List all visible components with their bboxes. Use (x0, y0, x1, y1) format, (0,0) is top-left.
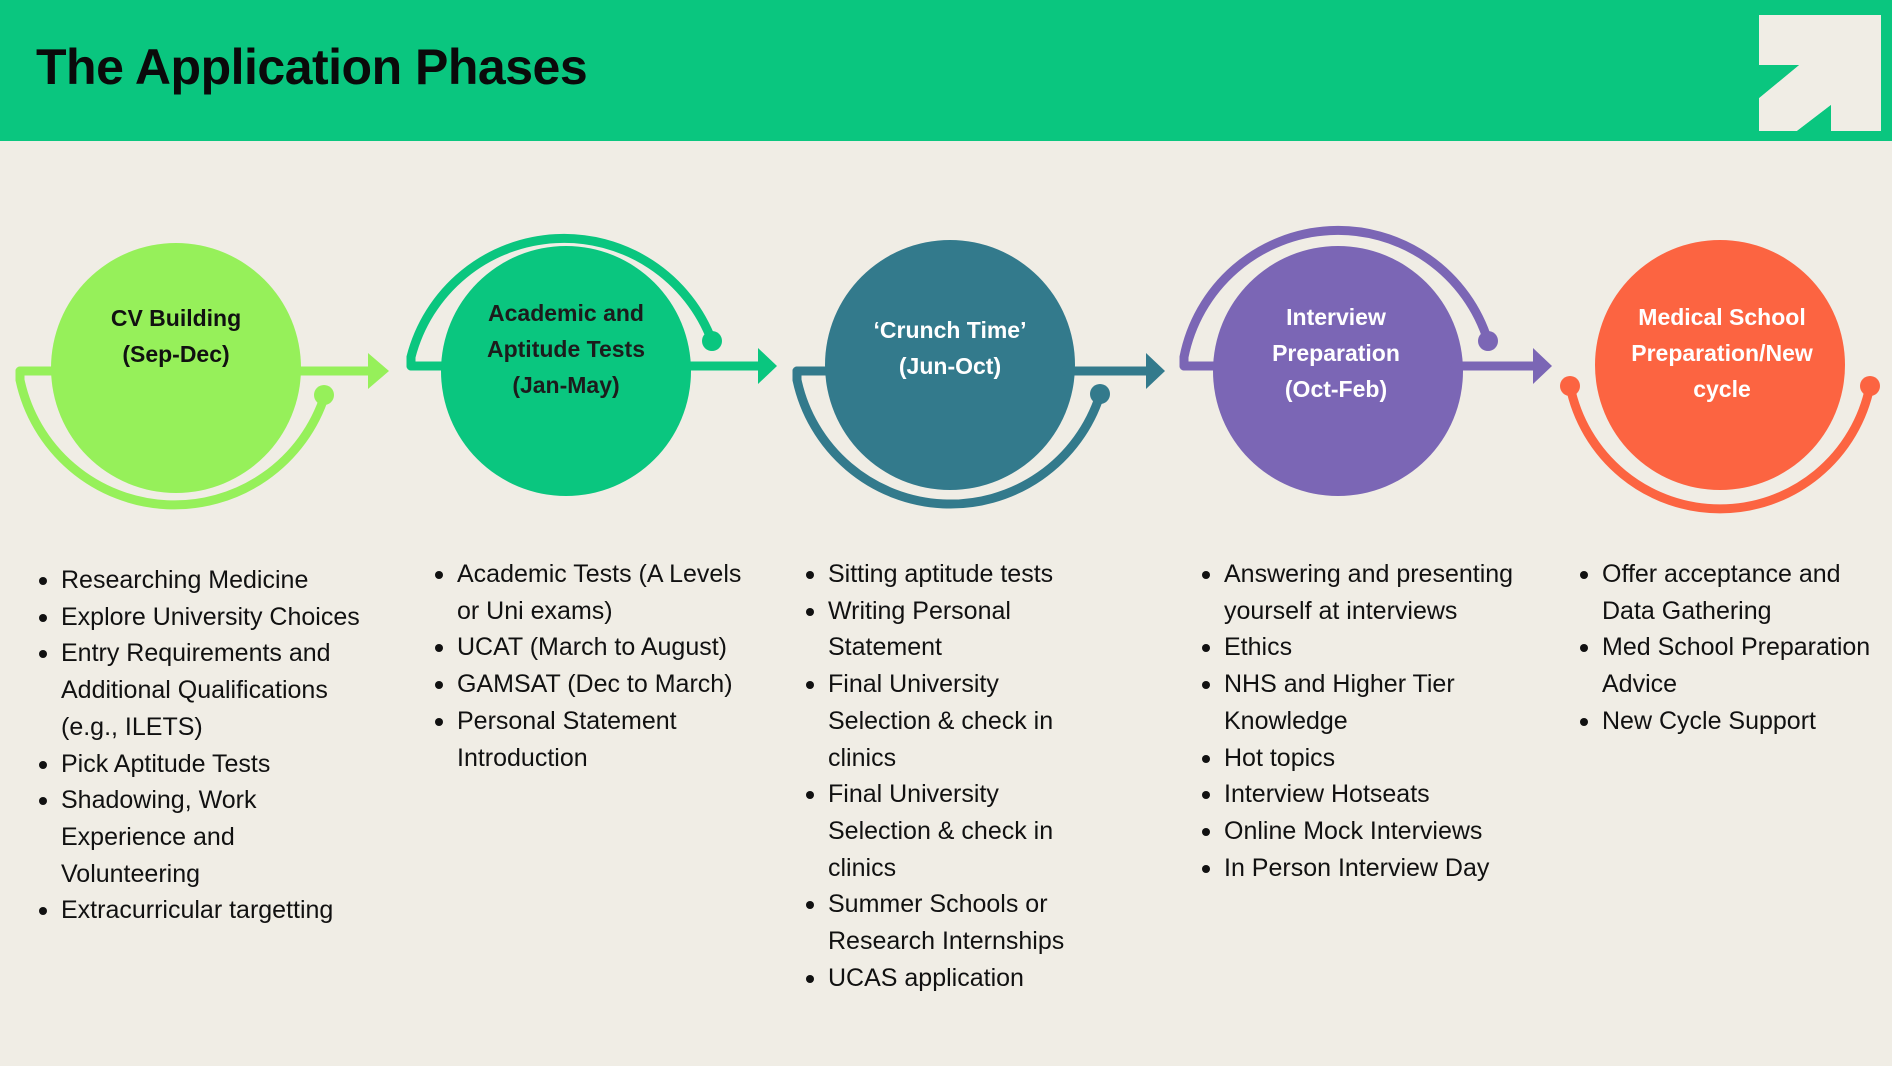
phase-3-cycle-arc (792, 366, 1105, 509)
phase-2-arrowhead-icon (758, 348, 777, 384)
phase-5-title: Medical School Preparation/New cycle (1631, 304, 1813, 402)
task-list-item: Online Mock Interviews (1202, 813, 1522, 850)
phase-4-graphic (1179, 225, 1552, 496)
task-list-item: Pick Aptitude Tests (39, 746, 369, 783)
task-list-item: Summer Schools or Research Internships (806, 886, 1096, 959)
task-list-item: Hot topics (1202, 740, 1522, 777)
task-list-item: NHS and Higher Tier Knowledge (1202, 666, 1522, 739)
task-list-item: New Cycle Support (1580, 703, 1880, 740)
phase-2-cycle-arc (406, 233, 717, 371)
phase-5-cycle-start-dot (1560, 376, 1580, 396)
phase-4-cycle-arc (1179, 225, 1493, 371)
task-list-item: Researching Medicine (39, 562, 369, 599)
phase-3-arrowhead-icon (1146, 353, 1165, 389)
phase-5-cycle-arc (1565, 381, 1875, 514)
phase-4-title: Interview Preparation (Oct-Feb) (1272, 304, 1400, 402)
task-list-item: Med School Preparation Advice (1580, 629, 1880, 702)
phase-1-arrowhead-icon (368, 353, 389, 389)
task-list-item: Offer acceptance and Data Gathering (1580, 556, 1880, 629)
task-list-item: Academic Tests (A Levels or Uni exams) (435, 556, 755, 629)
arrow-up-right-logo-icon (1759, 15, 1881, 131)
phase-4-circle (1213, 246, 1463, 496)
phase-4-arrowhead-icon (1533, 348, 1552, 384)
phase-4-task-list: Answering and presenting yourself at int… (1202, 556, 1522, 886)
task-list-item: Shadowing, Work Experience and Volunteer… (39, 782, 369, 892)
phase-4-cycle-endpoint-dot (1478, 331, 1498, 351)
task-list-item: Personal Statement Introduction (435, 703, 755, 776)
task-list-item: Extracurricular targetting (39, 892, 369, 929)
phase-2-title: Academic and Aptitude Tests (Jan-May) (486, 300, 646, 398)
task-list-item: Explore University Choices (39, 599, 369, 636)
task-list-item: In Person Interview Day (1202, 850, 1522, 887)
task-list-item: Ethics (1202, 629, 1522, 666)
task-list-item: Final University Selection & check in cl… (806, 776, 1096, 886)
phase-5-circle (1595, 240, 1845, 490)
phase-flow-diagram (15, 225, 1880, 514)
phase-1-cycle-endpoint-dot (314, 385, 334, 405)
phase-5-graphic (1560, 240, 1880, 514)
phase-2-cycle-endpoint-dot (702, 331, 722, 351)
phase-1-cycle-arc (15, 366, 330, 510)
task-list-item: Final University Selection & check in cl… (806, 666, 1096, 776)
page-title: The Application Phases (36, 39, 588, 95)
phase-2-task-list: Academic Tests (A Levels or Uni exams)UC… (435, 556, 755, 776)
phase-1-graphic (15, 243, 389, 510)
header-banner: The Application Phases (0, 0, 1892, 141)
phase-3-circle (825, 240, 1075, 490)
phase-3-title: ‘Crunch Time’ (Jun-Oct) (873, 317, 1027, 379)
phase-3-graphic (792, 240, 1165, 509)
phase-1-title: CV Building (Sep-Dec) (110, 305, 242, 367)
phase-3-cycle-endpoint-dot (1090, 384, 1110, 404)
task-list-item: Interview Hotseats (1202, 776, 1522, 813)
phase-2-graphic (406, 233, 777, 496)
task-list-item: GAMSAT (Dec to March) (435, 666, 755, 703)
task-list-item: UCAT (March to August) (435, 629, 755, 666)
phase-2-circle (441, 246, 691, 496)
task-list-item: Sitting aptitude tests (806, 556, 1096, 593)
task-list-item: Writing Personal Statement (806, 593, 1096, 666)
task-list-item: Answering and presenting yourself at int… (1202, 556, 1522, 629)
task-list-item: UCAS application (806, 960, 1096, 997)
task-list-item: Entry Requirements and Additional Qualif… (39, 635, 369, 745)
phase-1-circle (51, 243, 301, 493)
phase-5-cycle-endpoint-dot (1860, 376, 1880, 396)
